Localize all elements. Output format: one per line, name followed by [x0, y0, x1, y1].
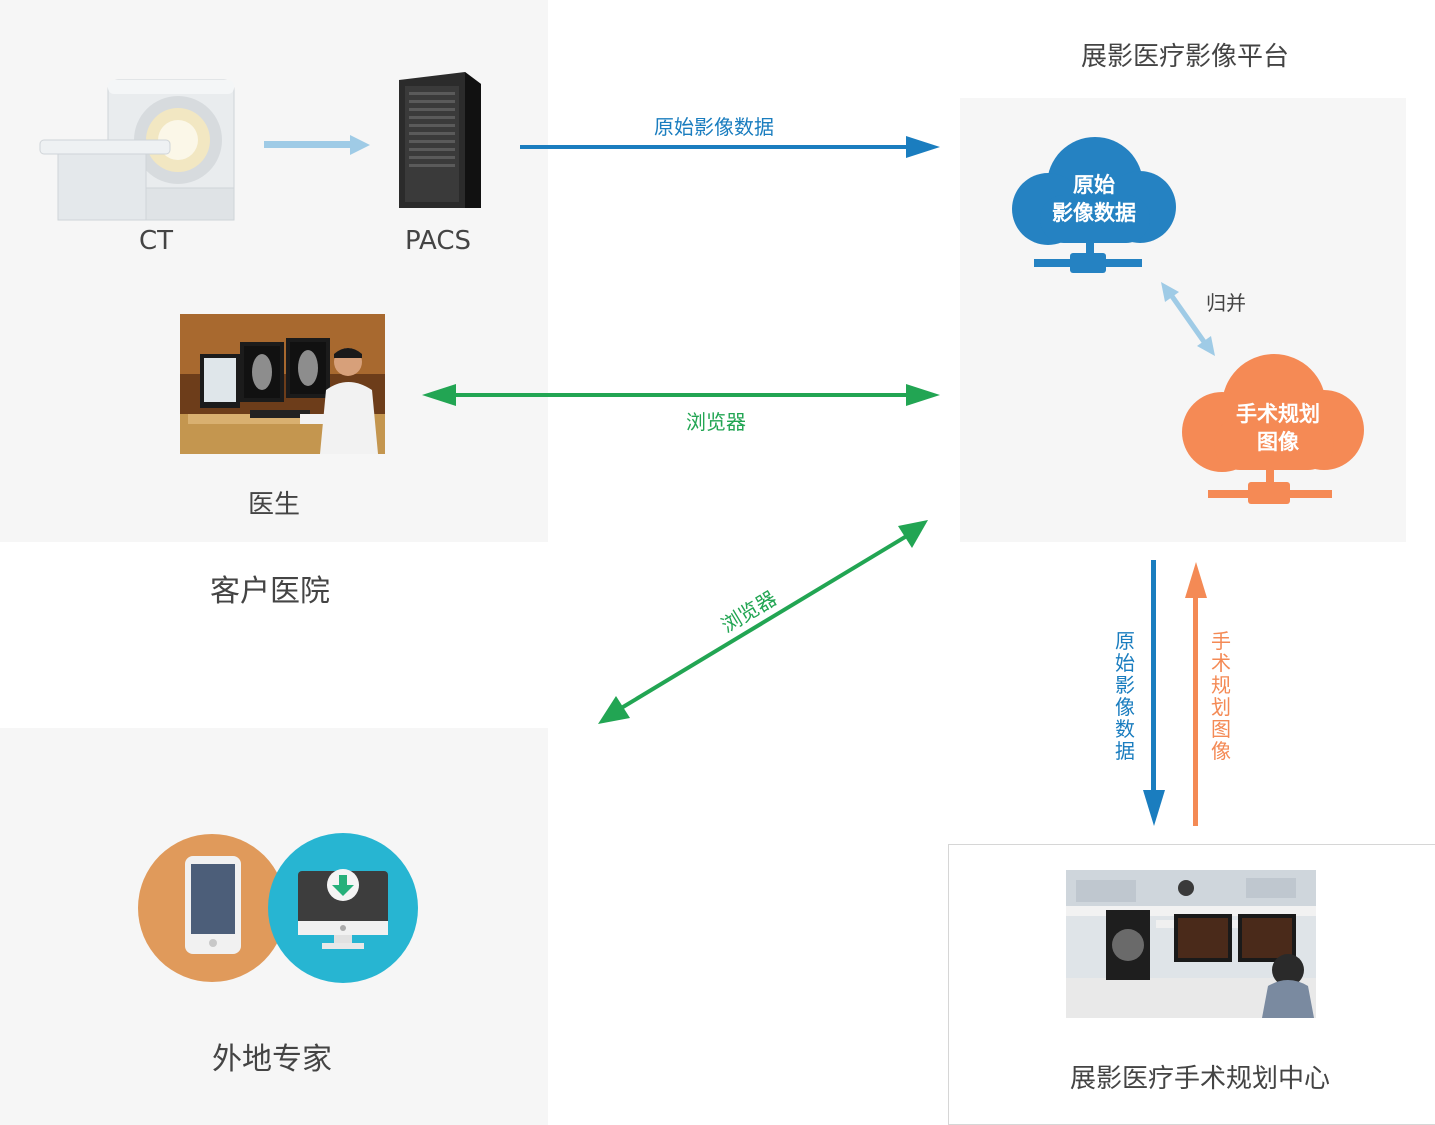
down-raw-data-label: 原始影像数据: [1115, 629, 1135, 763]
planning-center-title: 展影医疗手术规划中心: [1069, 1064, 1330, 1094]
raw-data-arrow-label: 原始影像数据: [654, 115, 774, 139]
raw-image-cloud-icon: [1000, 135, 1180, 280]
up-plan-image-label: 手术规划图像: [1211, 629, 1231, 763]
doctor-browser-arrow: [420, 382, 942, 408]
raw-image-cloud-line2: 影像数据: [1052, 201, 1136, 225]
planning-center-photo: [1066, 870, 1316, 1018]
desktop-download-icon: [268, 833, 418, 983]
merge-arrow: [1155, 280, 1220, 358]
raw-image-cloud-line1: 原始: [1073, 173, 1115, 197]
platform-title: 展影医疗影像平台: [1080, 42, 1289, 72]
doctor-label: 医生: [247, 490, 300, 520]
expert-browser-arrow: [594, 516, 934, 728]
surgical-plan-cloud-line1: 手术规划: [1236, 402, 1320, 426]
pacs-label: PACS: [404, 226, 471, 256]
surgical-plan-cloud-icon: [1170, 352, 1370, 510]
client-hospital-title: 客户医院: [210, 574, 330, 609]
surgical-plan-cloud-line2: 图像: [1257, 430, 1299, 454]
ct-scanner-image: [38, 78, 243, 223]
up-plan-image-arrow: [1184, 560, 1208, 828]
mobile-phone-icon: [138, 834, 286, 982]
raw-data-arrow: [520, 134, 942, 160]
doctor-photo: [180, 314, 385, 454]
ct-label: CT: [138, 226, 174, 256]
merge-label: 归并: [1206, 291, 1246, 315]
remote-expert-title: 外地专家: [212, 1042, 332, 1077]
pacs-server-image: [393, 70, 485, 212]
down-raw-data-arrow: [1142, 560, 1166, 828]
doctor-browser-label: 浏览器: [686, 410, 746, 434]
ct-to-pacs-arrow: [262, 133, 372, 157]
